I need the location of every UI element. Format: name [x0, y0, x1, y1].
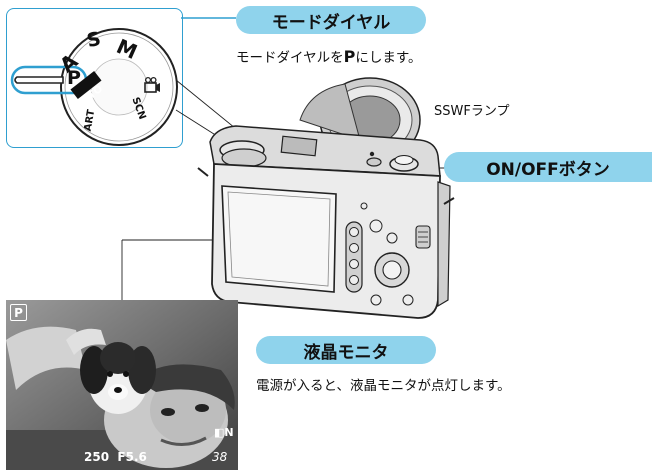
lcd-quality-indicator: ◧N	[214, 426, 234, 439]
mode-dial-caption-after: にします。	[355, 50, 422, 66]
lcd-exposure-readout: 250 F5.6	[84, 450, 147, 464]
lcd-preview-photo: P 250 F5.6 ◧N 38	[6, 300, 238, 470]
boy-with-puppy-photo	[6, 300, 238, 470]
mode-dial-caption: モードダイヤルをPにします。	[236, 46, 422, 66]
mode-dial-heading-text: モードダイヤル	[271, 12, 391, 33]
onoff-button-heading-text: ON/OFFボタン	[486, 159, 610, 180]
dial-mode-p: P	[67, 67, 81, 89]
mode-dial-illustration	[10, 28, 178, 146]
mode-dial-caption-emphasis: P	[343, 47, 356, 66]
mode-dial-inset: S M A P iAUTO ART SCN	[6, 8, 183, 148]
lcd-monitor-heading: 液晶モニタ	[256, 336, 436, 364]
mode-dial-heading: モードダイヤル	[236, 6, 426, 34]
onoff-button-heading: ON/OFFボタン	[444, 152, 652, 182]
mode-dial-caption-before: モードダイヤルを	[236, 50, 344, 66]
lcd-shots-remaining: 38	[212, 450, 228, 464]
lcd-mode-indicator: P	[10, 304, 27, 321]
lcd-monitor-caption: 電源が入ると、液晶モニタが点灯します。	[256, 378, 511, 394]
movie-mode-icon	[144, 76, 160, 93]
sswf-lamp-label: SSWFランプ	[434, 104, 510, 119]
lcd-monitor-heading-text: 液晶モニタ	[303, 342, 389, 363]
